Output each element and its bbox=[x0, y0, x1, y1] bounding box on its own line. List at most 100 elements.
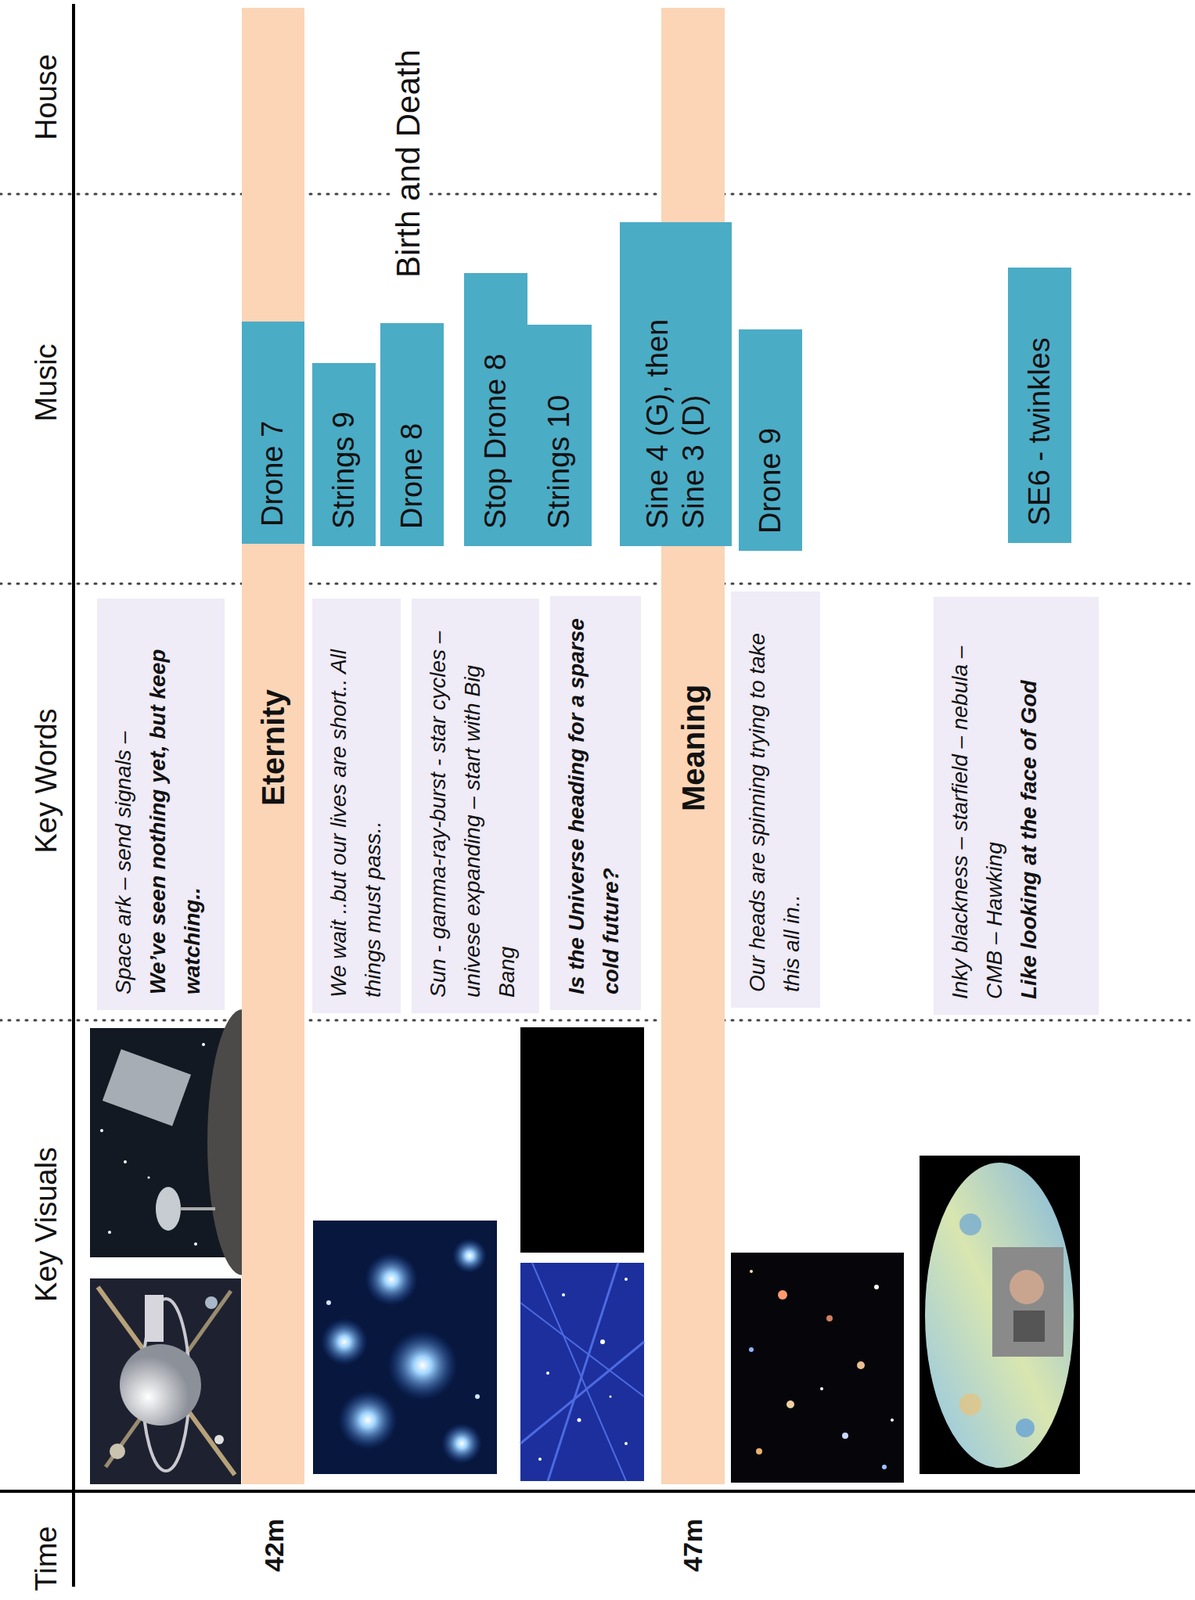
art-shape bbox=[313, 1220, 497, 1475]
art-shape bbox=[538, 1457, 542, 1462]
art-shape bbox=[102, 1049, 191, 1127]
time-rule bbox=[0, 1490, 1195, 1494]
art-shape bbox=[194, 1242, 198, 1246]
art-shape bbox=[201, 1043, 206, 1047]
deep-field-image bbox=[730, 1252, 904, 1483]
art-shape bbox=[1015, 1418, 1035, 1438]
star-streaks-image bbox=[520, 1263, 645, 1482]
art-shape bbox=[890, 1418, 894, 1422]
art-shape bbox=[144, 1295, 164, 1343]
header-rule bbox=[71, 3, 76, 1588]
key-words-text: Sun - gamma-ray-burst - star cycles – un… bbox=[421, 614, 525, 998]
key-words-text: Space ark – send signals – bbox=[106, 614, 141, 995]
key-words-box: Space ark – send signals –We’ve seen not… bbox=[97, 598, 225, 1011]
art-shape bbox=[755, 1448, 763, 1455]
art-shape bbox=[89, 1278, 242, 1485]
black-frame-image bbox=[520, 1027, 645, 1253]
art-shape bbox=[320, 1318, 368, 1366]
column-divider bbox=[0, 1019, 1195, 1023]
key-words-box: We wait ..but our lives are short.. All … bbox=[312, 598, 401, 1014]
column-header: Key Visuals bbox=[28, 1068, 64, 1382]
art-shape bbox=[959, 1213, 982, 1236]
art-shape bbox=[119, 1344, 202, 1426]
column-header: Music bbox=[28, 226, 64, 540]
art-shape bbox=[925, 1162, 1074, 1469]
art-shape bbox=[338, 1390, 398, 1451]
art-shape bbox=[452, 1238, 487, 1274]
music-cue-box: Strings 10 bbox=[527, 324, 592, 547]
art-shape bbox=[609, 1396, 612, 1399]
time-mark: 42m bbox=[259, 1506, 290, 1585]
art-shape bbox=[749, 1270, 753, 1274]
music-cue-text: SE6 - twinkles bbox=[1022, 277, 1059, 526]
art-shape bbox=[105, 1291, 231, 1468]
art-shape bbox=[1009, 1270, 1044, 1305]
music-cue-text: Drone 9 bbox=[752, 338, 789, 534]
art-shape bbox=[441, 1423, 483, 1465]
art-shape bbox=[546, 1371, 550, 1375]
band-title: Eternity bbox=[255, 689, 291, 807]
music-cue-text: Strings 9 bbox=[326, 372, 363, 530]
music-cue-text: Stop Drone 8 bbox=[478, 282, 515, 530]
music-cue-box: Drone 7 bbox=[241, 321, 305, 544]
art-shape bbox=[842, 1432, 849, 1440]
music-cue-box: Drone 9 bbox=[738, 329, 803, 551]
art-shape bbox=[147, 1177, 151, 1180]
music-cue-box: SE6 - twinkles bbox=[1007, 267, 1072, 544]
art-shape bbox=[123, 1160, 127, 1164]
band-title: Meaning bbox=[676, 684, 711, 812]
section-band: Eternity Drone 7 bbox=[241, 7, 305, 1485]
music-cue-box: Stop Drone 8 bbox=[464, 273, 528, 547]
column-divider bbox=[0, 583, 1195, 586]
art-shape bbox=[520, 1302, 645, 1397]
key-words-text: Our heads are spinning trying to take th… bbox=[740, 607, 810, 993]
art-shape bbox=[1013, 1310, 1045, 1343]
art-shape bbox=[600, 1339, 605, 1345]
art-shape bbox=[624, 1442, 628, 1446]
column-divider bbox=[0, 193, 1195, 196]
art-shape bbox=[874, 1284, 879, 1290]
key-words-text: Inky blackness – starfield – nebula – CM… bbox=[943, 612, 1012, 1000]
art-shape bbox=[577, 1418, 582, 1423]
art-shape bbox=[205, 1296, 218, 1310]
key-words-box: Our heads are spinning trying to take th… bbox=[730, 591, 821, 1008]
art-shape bbox=[561, 1293, 566, 1297]
column-header: Time bbox=[28, 1519, 64, 1599]
music-cue-text: Strings 10 bbox=[541, 334, 578, 530]
art-shape bbox=[100, 1129, 104, 1133]
art-shape bbox=[364, 1252, 418, 1307]
art-shape bbox=[881, 1464, 887, 1470]
art-shape bbox=[856, 1361, 865, 1370]
music-cue-box: Strings 9 bbox=[312, 363, 376, 547]
music-cue-box: Sine 4 (G), then Sine 3 (D) bbox=[619, 222, 732, 547]
art-shape bbox=[820, 1387, 824, 1391]
music-cue-text: Drone 8 bbox=[394, 332, 431, 530]
cmb-map-image bbox=[919, 1155, 1080, 1475]
art-shape bbox=[520, 1263, 645, 1482]
art-shape bbox=[730, 1252, 904, 1483]
art-shape bbox=[214, 1435, 224, 1445]
art-shape bbox=[826, 1315, 833, 1322]
key-words-box: Is the Universe heading for a sparse col… bbox=[550, 596, 641, 1011]
music-cue-box: Drone 8 bbox=[380, 323, 444, 547]
art-shape bbox=[387, 1330, 458, 1401]
column-header: House bbox=[28, 18, 64, 176]
key-words-box: Sun - gamma-ray-burst - star cycles – un… bbox=[411, 598, 540, 1014]
art-shape bbox=[155, 1187, 181, 1231]
time-mark: 47m bbox=[677, 1506, 709, 1585]
art-shape bbox=[326, 1300, 332, 1306]
house-note: Birth and Death bbox=[389, 46, 428, 281]
music-cue-text: Sine 4 (G), then Sine 3 (D) bbox=[640, 294, 712, 530]
music-cue-text: Drone 7 bbox=[255, 331, 292, 527]
art-shape bbox=[786, 1400, 795, 1409]
art-shape bbox=[179, 1207, 216, 1211]
art-shape bbox=[959, 1393, 982, 1416]
art-shape bbox=[624, 1277, 628, 1282]
art-shape bbox=[777, 1290, 788, 1300]
key-words-box: Inky blackness – starfield – nebula – CM… bbox=[933, 597, 1099, 1016]
art-shape bbox=[107, 1230, 112, 1235]
space-station-image bbox=[89, 1278, 242, 1485]
column-header: Key Words bbox=[28, 624, 64, 938]
art-shape bbox=[475, 1394, 480, 1400]
